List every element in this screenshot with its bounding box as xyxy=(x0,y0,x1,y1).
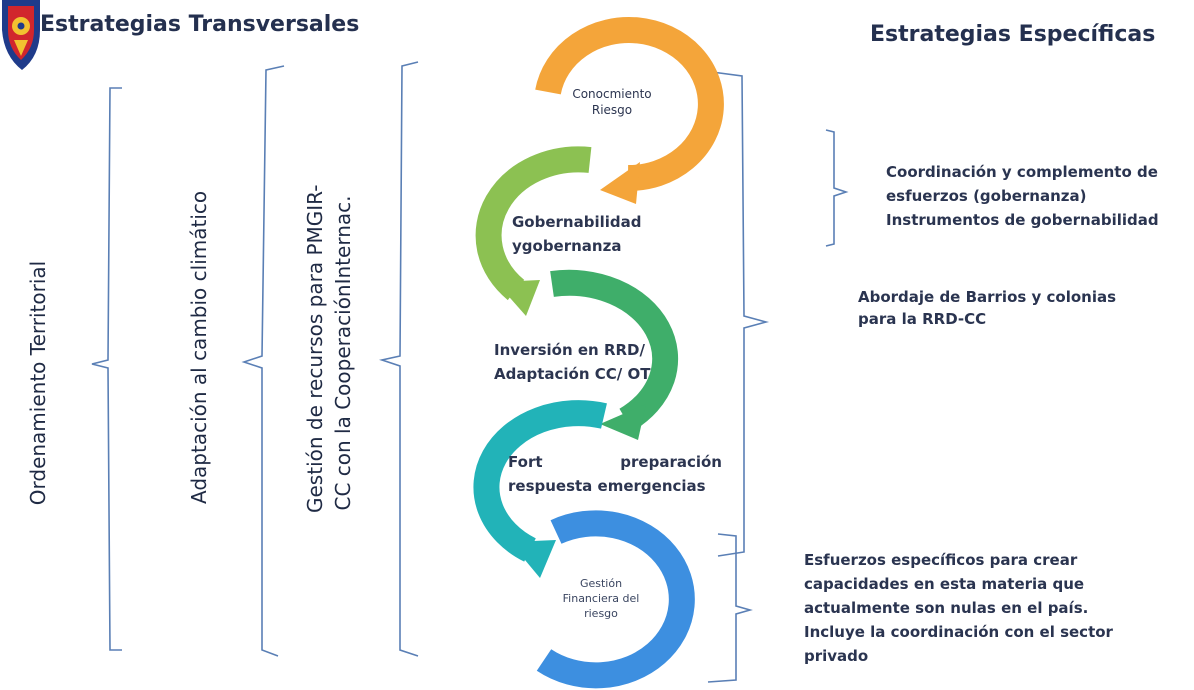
cycle-label-conocimiento-l2: Riesgo xyxy=(591,103,633,117)
cycle-label-fort-word: Fort xyxy=(508,453,543,471)
coat-of-arms-logo xyxy=(2,0,40,70)
cycle-arrowhead-orange xyxy=(600,162,640,204)
specific-coordinacion-l3: Instrumentos de gobernabilidad xyxy=(886,211,1159,229)
cycle-arc-fortalecimiento xyxy=(473,400,607,562)
cycle-label-gestion-financiera-l2: Financiera del xyxy=(562,592,640,605)
cycle-arc-inversion xyxy=(550,269,679,432)
specific-coordinacion: Coordinación y complemento de esfuerzos … xyxy=(886,160,1186,232)
transversal-ordenamiento-territorial: Ordenamiento Territorial xyxy=(26,260,50,506)
cycle-label-gobernabilidad-l2: ygobernanza xyxy=(512,237,622,255)
specific-esfuerzos-l2: capacidades en esta materia que xyxy=(804,575,1085,593)
cycle-label-conocimiento: Conocmiento Riesgo xyxy=(552,86,672,118)
specific-barrios-l1: Abordaje de Barrios y colonias xyxy=(858,288,1117,306)
transversal-strategies-title: Estrategias Transversales xyxy=(40,12,360,37)
cycle-label-preparacion-word: preparación xyxy=(620,453,722,471)
cycle-label-fortalecimiento: Fort preparación respuesta emergencias xyxy=(508,450,722,498)
cycle-arrowhead-teal xyxy=(510,540,556,578)
cycle-label-fortalecimiento-l1: Fort preparación xyxy=(508,450,722,474)
brace-large xyxy=(711,71,770,557)
bracket-ordenamiento xyxy=(91,87,122,651)
cycle-label-gestion-financiera-l1: Gestión xyxy=(579,577,623,590)
specific-strategies-title: Estrategias Específicas xyxy=(870,22,1156,47)
specific-barrios: Abordaje de Barrios y colonias para la R… xyxy=(858,286,1158,330)
cycle-label-inversion-l2: Adaptación CC/ OT xyxy=(494,365,651,383)
specific-esfuerzos: Esfuerzos específicos para crear capacid… xyxy=(804,548,1124,668)
transversal-adaptacion-cambio-climatico: Adaptación al cambio climático xyxy=(187,190,211,504)
cycle-label-gestion-financiera: Gestión Financiera del riesgo xyxy=(546,576,656,621)
bracket-gestion-recursos xyxy=(379,61,419,657)
specific-esfuerzos-l5: privado xyxy=(804,647,869,665)
cycle-arrowhead-green xyxy=(496,280,540,316)
specific-coordinacion-l2: esfuerzos (gobernanza) xyxy=(886,187,1087,205)
cycle-label-gobernabilidad-l1: Gobernabilidad xyxy=(512,213,642,231)
transversal-gestion-recursos: Gestión de recursos para PMGIR- CC con l… xyxy=(301,184,361,513)
cycle-arc-conocimiento xyxy=(535,17,724,192)
cycle-label-inversion-l1: Inversión en RRD/ xyxy=(494,341,645,359)
cycle-arc-gobernabilidad xyxy=(475,146,592,301)
cycle-label-fortalecimiento-l2: respuesta emergencias xyxy=(508,477,706,495)
specific-esfuerzos-l4: Incluye la coordinación con el sector xyxy=(804,623,1113,641)
cycle-label-gestion-financiera-l3: riesgo xyxy=(584,607,618,620)
cycle-arrowhead-midgreen xyxy=(600,404,646,440)
cycle-label-inversion: Inversión en RRD/ Adaptación CC/ OT xyxy=(494,338,694,386)
specific-esfuerzos-l1: Esfuerzos específicos para crear xyxy=(804,551,1078,569)
cycle-label-gobernabilidad: Gobernabilidad ygobernanza xyxy=(512,210,692,258)
cycle-label-conocimiento-l1: Conocmiento xyxy=(572,87,652,101)
specific-esfuerzos-l3: actualmente son nulas en el país. xyxy=(804,599,1089,617)
transversal-gestion-line2: CC con la CooperaciónInternac. xyxy=(331,195,355,511)
transversal-gestion-line1: Gestión de recursos para PMGIR- xyxy=(303,184,327,513)
cycle-arc-gestion-financiera xyxy=(536,510,695,689)
specific-barrios-l2: para la RRD-CC xyxy=(858,310,987,328)
specific-coordinacion-l1: Coordinación y complemento de xyxy=(886,163,1158,181)
brace-esfuerzos xyxy=(707,533,753,683)
brace-coordinacion xyxy=(825,129,849,247)
bracket-adaptacion xyxy=(241,65,285,657)
